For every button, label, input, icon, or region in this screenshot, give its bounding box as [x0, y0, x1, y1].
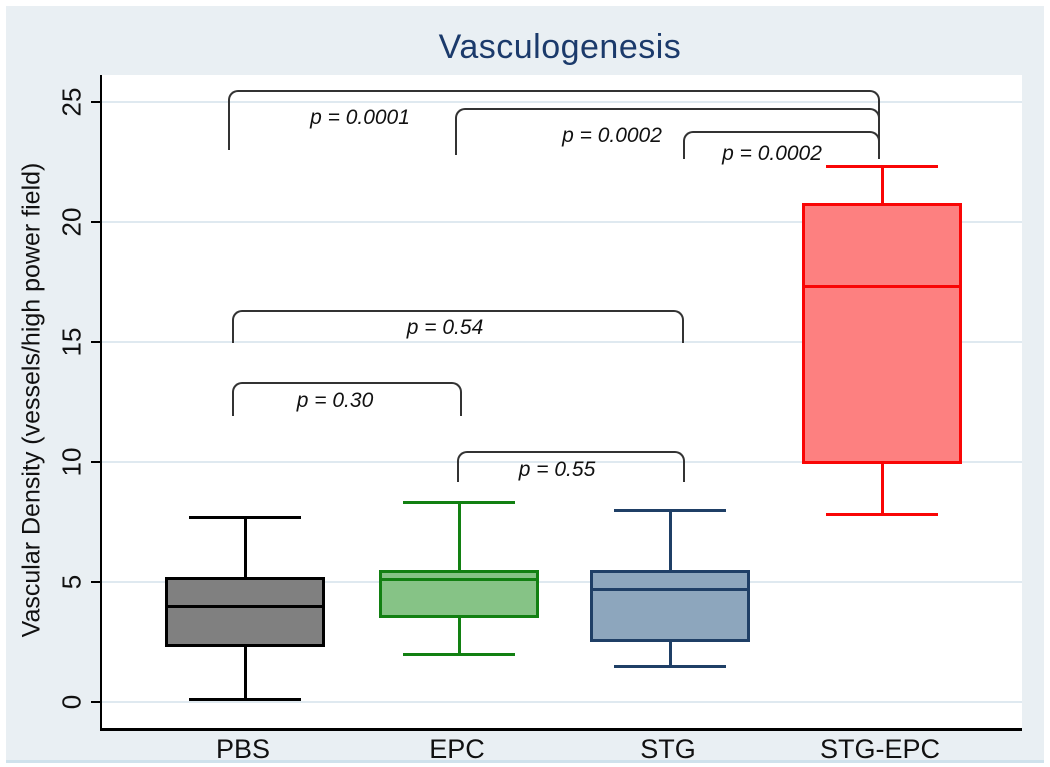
- whisker-upper-stem-STG: [668, 510, 672, 570]
- whisker-lower-stem-STG-EPC: [880, 464, 884, 515]
- whisker-lower-stem-PBS: [243, 646, 247, 700]
- gridline-20: [102, 221, 1022, 223]
- whisker-max-cap-PBS: [189, 515, 301, 519]
- whisker-upper-stem-PBS: [243, 517, 247, 578]
- p-value-label-EPC-vs-STG-EPC: p = 0.0002: [562, 124, 662, 147]
- y-axis-title: Vascular Density (vessels/high power fie…: [17, 162, 46, 638]
- p-value-label-PBS-vs-STG: p = 0.54: [406, 316, 484, 339]
- gridline-0: [102, 701, 1022, 703]
- median-line-STG-EPC: [802, 285, 962, 289]
- whisker-max-cap-EPC: [403, 501, 515, 505]
- y-tick-25: [91, 101, 100, 103]
- whisker-max-cap-STG-EPC: [826, 165, 938, 169]
- p-value-label-STG-vs-STG-EPC: p = 0.0002: [722, 142, 822, 165]
- y-tick-label-15: 15: [56, 327, 87, 357]
- gridline-5: [102, 581, 1022, 583]
- x-tick-label-STG-EPC: STG-EPC: [819, 734, 941, 764]
- gridline-15: [102, 341, 1022, 343]
- comparison-bracket-EPC-vs-STG: [457, 451, 685, 482]
- whisker-min-cap-STG: [614, 664, 726, 668]
- whisker-min-cap-EPC: [403, 652, 515, 656]
- whisker-lower-stem-EPC: [457, 618, 461, 654]
- p-value-label-EPC-vs-STG: p = 0.55: [518, 458, 596, 481]
- y-tick-20: [91, 221, 100, 223]
- gridline-10: [102, 461, 1022, 463]
- whisker-upper-stem-EPC: [457, 502, 461, 570]
- whisker-min-cap-STG-EPC: [826, 513, 938, 517]
- y-tick-10: [91, 461, 100, 463]
- y-tick-label-5: 5: [56, 574, 87, 590]
- y-tick-0: [91, 701, 100, 703]
- y-tick-label-25: 25: [56, 87, 87, 117]
- whisker-min-cap-PBS: [189, 698, 301, 702]
- y-tick-5: [91, 581, 100, 583]
- iqr-box-STG: [590, 570, 750, 642]
- p-value-label-PBS-vs-STG-EPC: p = 0.0001: [310, 106, 410, 129]
- gridline-25: [102, 101, 1022, 103]
- x-tick-label-STG: STG: [640, 734, 696, 764]
- y-tick-15: [91, 341, 100, 343]
- y-tick-label-0: 0: [56, 694, 87, 710]
- whisker-upper-stem-STG-EPC: [880, 166, 884, 203]
- iqr-box-STG-EPC: [802, 202, 962, 465]
- x-tick-label-PBS: PBS: [215, 734, 271, 764]
- iqr-box-EPC: [379, 570, 539, 618]
- chart-title: Vasculogenesis: [438, 28, 682, 66]
- comparison-bracket-STG-vs-STG-EPC: [683, 131, 880, 159]
- median-line-STG: [590, 587, 750, 591]
- median-line-PBS: [165, 604, 325, 608]
- comparison-bracket-PBS-vs-EPC: [232, 382, 462, 416]
- iqr-box-PBS: [165, 577, 325, 647]
- comparison-bracket-PBS-vs-STG: [232, 310, 684, 343]
- y-tick-label-20: 20: [56, 207, 87, 237]
- plot-area: [100, 75, 1022, 731]
- p-value-label-PBS-vs-EPC: p = 0.30: [296, 389, 374, 412]
- whisker-lower-stem-STG: [668, 642, 672, 666]
- figure-bottom-edge: [6, 760, 1044, 763]
- median-line-EPC: [379, 578, 539, 582]
- comparison-bracket-EPC-vs-STG-EPC: [455, 108, 880, 155]
- whisker-max-cap-STG: [614, 508, 726, 512]
- x-tick-label-EPC: EPC: [429, 734, 485, 764]
- y-tick-label-10: 10: [56, 447, 87, 477]
